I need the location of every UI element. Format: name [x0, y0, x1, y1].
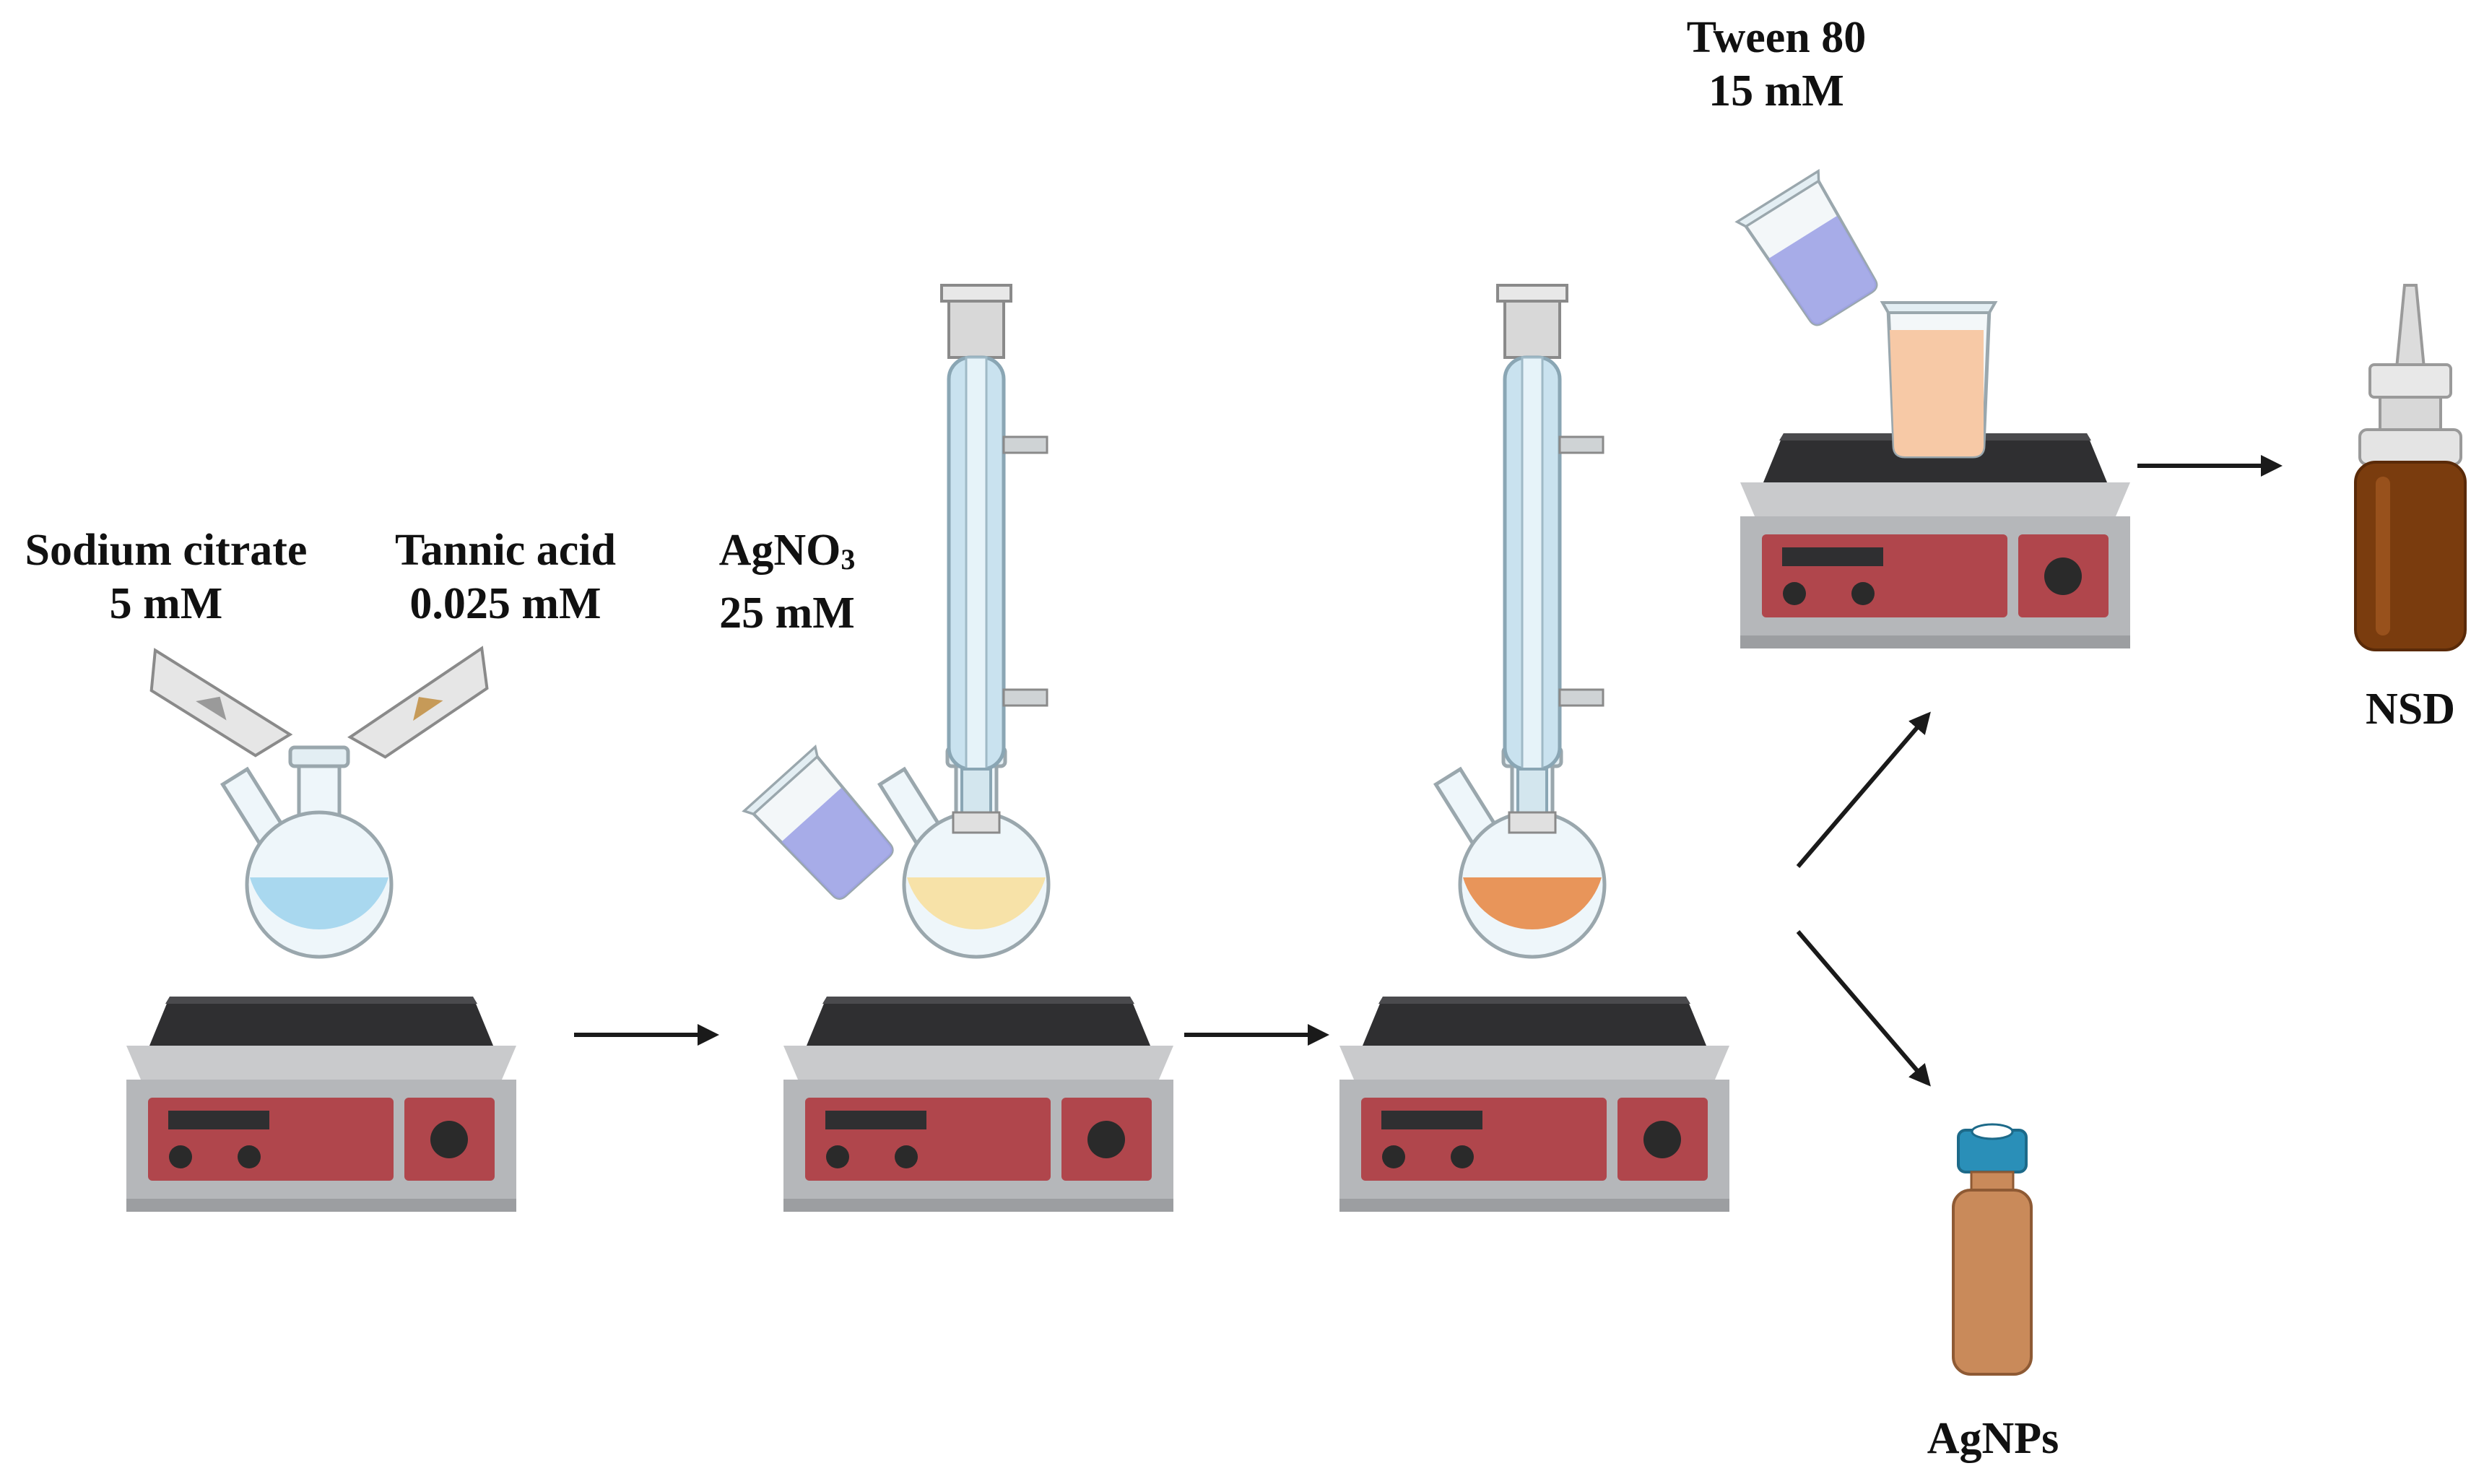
tannic-acid-name: Tannic acid [394, 526, 617, 575]
silver-nitrate-name: AgNO3 [718, 526, 856, 576]
silver-nitrate-conc: 25 mM [719, 589, 855, 638]
arrow-to-mixing [1796, 711, 1931, 868]
condenser-2 [942, 285, 1047, 833]
sodium-citrate-label: Sodium citrate 5 mM [7, 524, 325, 630]
tannic-acid-conc: 0.025 mM [409, 579, 602, 628]
nsd-label: NSD [2365, 685, 2456, 734]
agnps-vial [1952, 1123, 2033, 1376]
mixing-beaker [1882, 303, 1995, 456]
agnps-label: AgNPs [1927, 1414, 2059, 1463]
condenser-3 [1498, 285, 1603, 833]
tannic-acid-label: Tannic acid 0.025 mM [361, 524, 650, 630]
weighing-boat-tannic [347, 646, 489, 759]
flask-1 [222, 747, 394, 959]
flask-3 [1436, 747, 1607, 959]
silver-added-solution [907, 877, 1046, 929]
weighing-boat-citrate [149, 648, 293, 758]
reagent-beaker-tween [1737, 171, 1888, 333]
sodium-citrate-name: Sodium citrate [25, 526, 308, 575]
agnp-solution [1463, 877, 1602, 929]
tween-name: Tween 80 [1686, 13, 1867, 62]
silver-nitrate-label: AgNO3 25 mM [679, 524, 895, 640]
hotplate-2 [783, 997, 1173, 1212]
hotplate-4 [1740, 433, 2130, 648]
tween-label: Tween 80 15 mM [1654, 11, 1899, 118]
hotplate-1 [126, 997, 516, 1212]
reagent-beaker-agno3 [744, 747, 903, 908]
sodium-citrate-conc: 5 mM [109, 579, 223, 628]
citrate-solution [250, 877, 388, 929]
hotplate-3 [1339, 997, 1729, 1212]
tween-conc: 15 mM [1708, 66, 1844, 116]
arrow-to-vial [1796, 930, 1931, 1087]
nasal-spray-bottle [2354, 284, 2467, 651]
